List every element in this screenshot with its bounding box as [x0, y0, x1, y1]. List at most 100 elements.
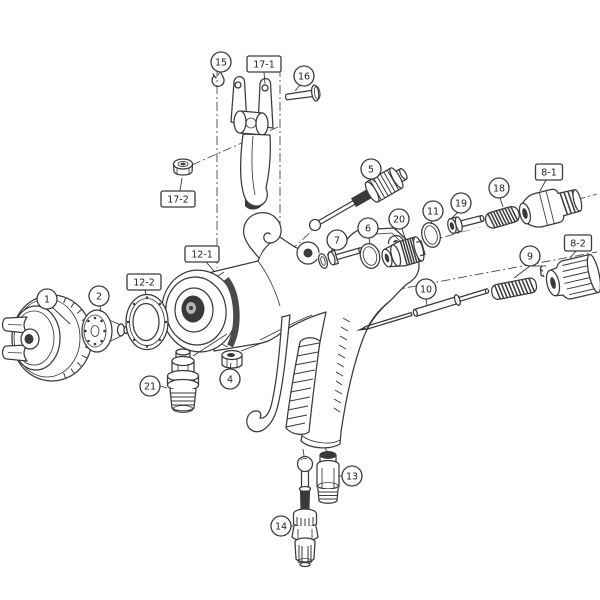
callout-circle-10: [415, 278, 437, 300]
trigger-assembly: [230, 76, 274, 210]
callout-label-14: 14: [275, 521, 287, 532]
callout-circle-1: [36, 288, 58, 310]
callout-13: 13: [338, 465, 363, 487]
callout-14: 14: [270, 515, 294, 537]
callout-label-16: 16: [298, 71, 310, 82]
callout-label-19: 19: [455, 198, 467, 209]
callout-box-8-2: [563, 234, 593, 252]
callout-12-1: 12-1: [184, 245, 220, 272]
callout-circle-7: [326, 229, 348, 251]
air-cap-horns: [1, 316, 28, 362]
callout-circle-20: [388, 208, 410, 230]
part-1-air-cap: [1, 294, 93, 382]
callout-8-1: 8-1: [534, 163, 564, 192]
leader-line-4: [229, 362, 232, 370]
callout-7: 7: [326, 229, 348, 256]
callout-16: 16: [293, 65, 315, 92]
callout-circle-21: [139, 375, 161, 397]
callout-circle-15: [210, 51, 232, 73]
part-18-spring: [484, 205, 520, 229]
leader-line-19: [451, 211, 459, 219]
callout-box-17-1: [246, 55, 282, 73]
leader-line-18: [499, 197, 504, 208]
callout-15: 15: [210, 51, 232, 76]
callout-6: 6: [357, 217, 379, 245]
part-19-valve-screw: [445, 210, 487, 235]
callout-box-12-1: [184, 245, 220, 263]
part-10-fluid-needle: [356, 288, 490, 331]
gun-body: [161, 212, 420, 457]
callout-circle-13: [341, 465, 363, 487]
callout-label-4: 4: [227, 374, 233, 385]
callout-18: 18: [488, 177, 510, 208]
part-21-fluid-fitting: [166, 333, 228, 413]
leader-line-8-2: [569, 250, 577, 259]
part-2-air-distributor: [81, 309, 129, 353]
callout-label-5: 5: [368, 164, 374, 175]
callout-label-8-1: 8-1: [541, 167, 557, 178]
part-7-pin-washer: [315, 240, 366, 272]
callout-circle-5: [360, 158, 382, 180]
callout-19: 19: [450, 192, 472, 219]
callout-21: 21: [139, 375, 168, 397]
part-6-o-ring: [359, 243, 381, 269]
callout-20: 20: [388, 208, 410, 239]
callout-1: 1: [36, 288, 71, 325]
callout-label-17-1: 17-1: [253, 59, 275, 70]
callout-9: 9: [513, 245, 546, 279]
callout-circle-16: [293, 65, 315, 87]
callout-label-21: 21: [144, 381, 156, 392]
callout-label-7: 7: [334, 235, 340, 246]
callout-box-17-2: [160, 190, 196, 208]
callout-circle-11: [422, 200, 444, 222]
callout-box-8-1: [534, 163, 564, 181]
callout-12-2: 12-2: [126, 273, 162, 296]
callout-label-18: 18: [493, 183, 505, 194]
callout-box-12-2: [126, 273, 162, 291]
trigger-mount-hook: [242, 212, 282, 259]
callout-10: 10: [415, 278, 437, 307]
leader-line-9: [513, 265, 531, 279]
callout-8-2: 8-2: [563, 234, 593, 259]
callout-label-12-2: 12-2: [133, 277, 155, 288]
callout-5: 5: [360, 158, 382, 183]
part-14-air-valve: [291, 455, 319, 568]
callout-circle-2: [88, 285, 110, 307]
callout-17-2: 17-2: [160, 177, 196, 208]
part-5-adjusting-screw: [303, 162, 412, 239]
callout-label-15: 15: [215, 57, 227, 68]
callout-label-12-1: 12-1: [191, 249, 213, 260]
part-11-seal-ring: [421, 222, 441, 248]
part-12-2-retaining-ring: [125, 293, 169, 351]
leader-line-6: [368, 237, 371, 245]
part-4-plug: [221, 340, 268, 369]
leader-line-12-1: [205, 261, 215, 272]
callout-label-10: 10: [420, 284, 432, 295]
callout-circle-19: [450, 192, 472, 214]
leader-line-2: [99, 305, 102, 313]
leader-line-12-2: [144, 289, 147, 296]
leader-line-16: [294, 84, 301, 92]
callout-label-13: 13: [346, 471, 358, 482]
finger-guard: [246, 314, 291, 433]
callout-label-1: 1: [44, 294, 50, 305]
part-8-2-adjusting-knob: [541, 252, 600, 305]
callout-4: 4: [219, 362, 241, 390]
part-16-pin: [284, 84, 321, 102]
part-13-air-inlet: [316, 451, 340, 504]
callout-label-6: 6: [365, 223, 371, 234]
part-8-1-air-connector: [515, 182, 586, 233]
part-15-clip: [211, 72, 225, 88]
callout-label-9: 9: [527, 251, 533, 262]
callout-label-17-2: 17-2: [167, 194, 189, 205]
leader-line-7: [326, 248, 334, 256]
part-17-2-nut: [172, 158, 194, 176]
callout-label-2: 2: [96, 291, 102, 302]
callout-11: 11: [422, 200, 444, 225]
leader-line-10: [425, 298, 428, 307]
leader-line-17-2: [179, 177, 183, 192]
callout-label-11: 11: [427, 206, 439, 217]
part-20-packing-cartridge: [378, 235, 428, 272]
